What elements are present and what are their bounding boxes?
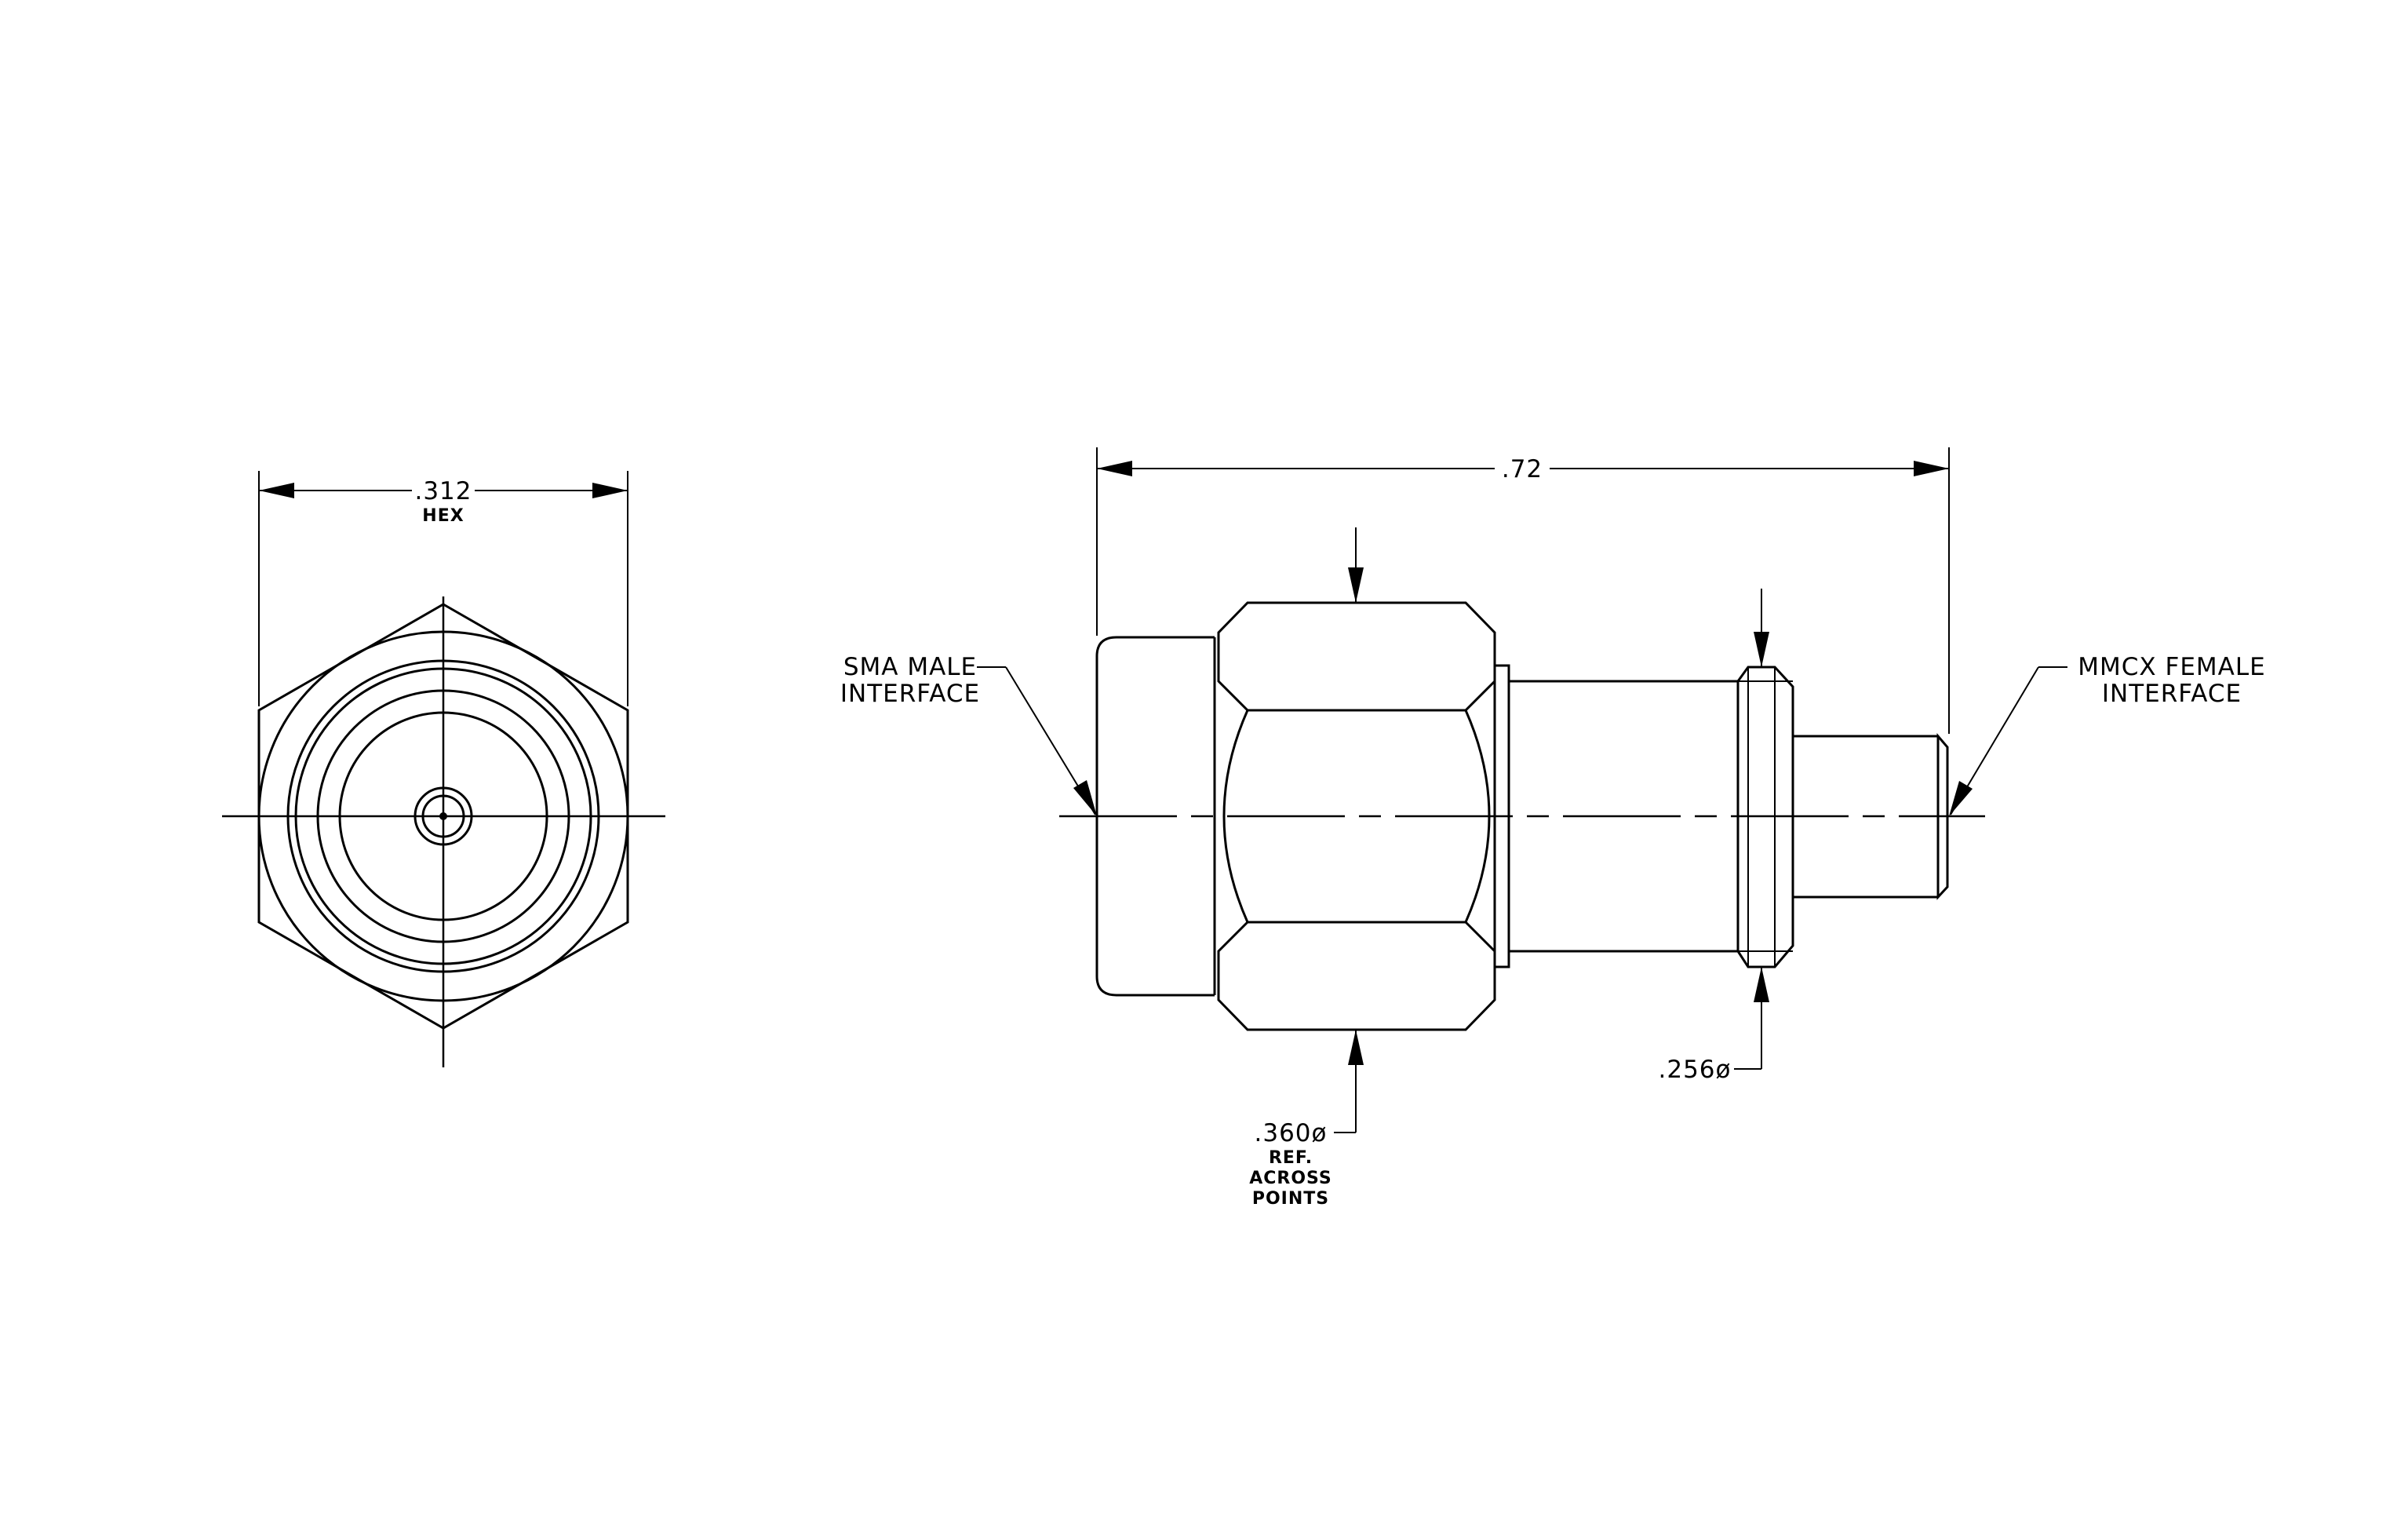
- end-view: .312 HEX: [222, 471, 665, 1067]
- side-view: .72 .360ø REF. ACROSS POINTS .256ø SMA M…: [840, 447, 2265, 1209]
- collar-dim-top-arrow: [1754, 632, 1769, 667]
- mmcx-callout-line-1: MMCX FEMALE: [2078, 653, 2265, 681]
- length-arrow-right: [1914, 461, 1949, 476]
- collar-diameter-dim: .256ø: [1659, 1056, 1732, 1084]
- mmcx-callout-arrow: [1949, 781, 1973, 816]
- sma-callout-line-1: SMA MALE: [843, 653, 977, 681]
- hex-section-bottom: [1217, 921, 1496, 1031]
- hex-section-outline: [1217, 601, 1496, 712]
- sma-callout-arrow: [1073, 780, 1097, 816]
- hex-dim-note-3: POINTS: [1252, 1189, 1329, 1209]
- hex-dim-note-2: ACROSS: [1249, 1169, 1332, 1188]
- sma-callout-line-2: INTERFACE: [840, 680, 980, 708]
- hex-across-points-dim: .360ø: [1255, 1119, 1328, 1147]
- hex-mid-left-curve: [1222, 709, 1249, 923]
- end-width-dim: .312: [414, 477, 472, 505]
- end-dim-arrow-left: [259, 483, 294, 498]
- hex-dim-bottom-arrow: [1348, 1030, 1364, 1065]
- end-dim-arrow-right: [592, 483, 628, 498]
- mmcx-callout-line-2: INTERFACE: [2102, 680, 2242, 708]
- length-arrow-left: [1097, 461, 1132, 476]
- hex-dim-top-arrow: [1348, 567, 1364, 603]
- end-width-note: HEX: [422, 506, 464, 526]
- mmcx-end: [1936, 732, 1949, 900]
- hex-dim-note-1: REF.: [1269, 1148, 1313, 1168]
- collar-dim-bottom-arrow: [1754, 967, 1769, 1002]
- overall-length-dim: .72: [1502, 455, 1543, 483]
